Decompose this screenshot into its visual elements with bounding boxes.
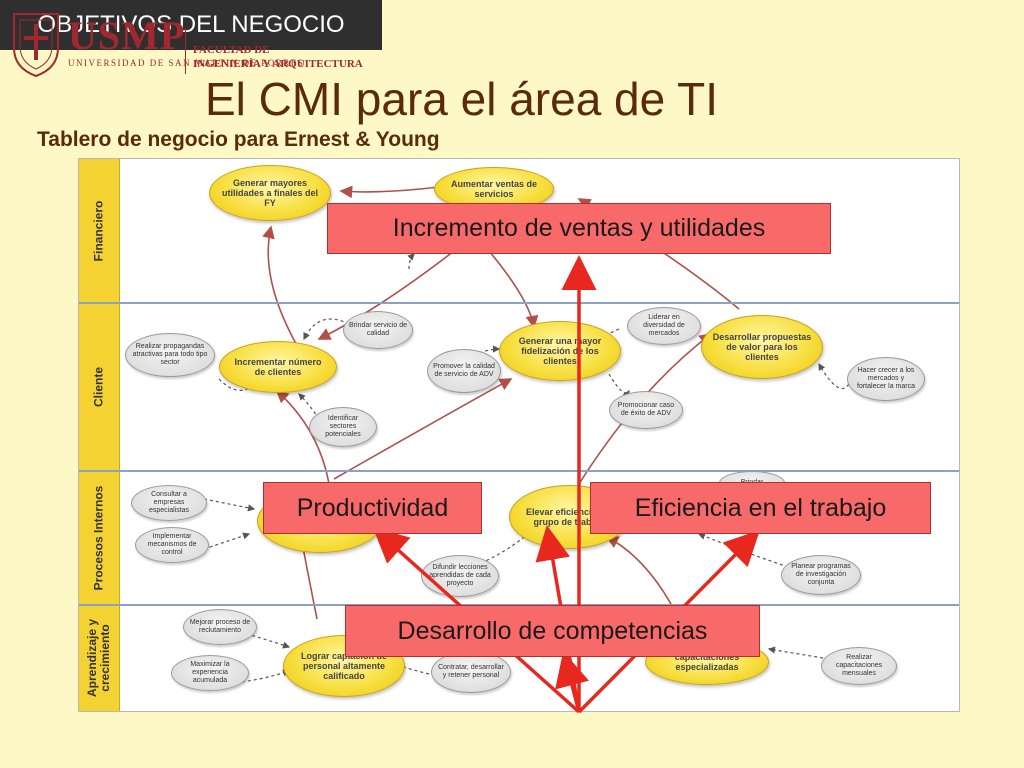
node-implementar-mecanismos: Implementar mecanismos de control [135, 527, 209, 563]
node-realizar-capacitaciones: Realizar capacitaciones mensuales [821, 647, 897, 685]
node-difundir-lecciones: Difundir lecciones aprendidas de cada pr… [421, 555, 499, 597]
faculty-line-1: FACULTAD DE [193, 44, 270, 56]
link-dashed [203, 532, 251, 550]
page-subtitle: Tablero de negocio para Ernest & Young [37, 128, 440, 151]
callout-productividad: Productividad [263, 482, 482, 534]
lane-procesos-internos: Procesos Internos [79, 472, 120, 604]
lane-cliente: Cliente [79, 304, 120, 470]
link-dashed [228, 628, 291, 649]
node-promover-calidad: Promover la calidad de servicio de ADV [427, 349, 501, 393]
node-mejorar-reclutamiento: Mejorar proceso de reclutamiento [183, 609, 257, 645]
link-dashed [818, 362, 850, 389]
node-planear-programas: Planear programas de investigación conju… [781, 555, 861, 595]
lane-aprendizaje: Aprendizaje y crecimiento [79, 606, 120, 711]
link-dashed [767, 646, 830, 660]
node-liderar-mercados: Liderar en diversidad de mercados [627, 307, 701, 345]
logo-divider [185, 28, 186, 74]
link-line [333, 378, 513, 480]
link-dashed [392, 662, 430, 675]
faculty-line-2: INGENIERÍA Y ARQUITECTURA [193, 58, 363, 70]
node-consultar-empresas: Consultar a empresas especialistas [131, 485, 207, 521]
node-promocionar-caso: Promocionar caso de éxito de ADV [609, 391, 683, 429]
node-desarrollar-propuestas: Desarrollar propuestas de valor para los… [701, 315, 823, 379]
node-generar-utilidades: Generar mayores utilidades a finales del… [209, 165, 331, 221]
link-dashed [203, 498, 256, 512]
lane-separator [79, 470, 959, 472]
link-line [317, 250, 455, 340]
lane-financiero: Financiero [79, 159, 120, 302]
lane-separator [79, 302, 959, 304]
node-maximizar-experiencia: Maximizar la experiencia acumulada [171, 655, 249, 691]
page-title: El CMI para el área de TI [205, 73, 719, 125]
callout-incremento-ventas: Incremento de ventas y utilidades [327, 203, 831, 254]
node-brindar-servicio: Brindar servicio de calidad [343, 311, 413, 349]
link-line [339, 185, 440, 199]
usmp-crest-icon [13, 13, 59, 78]
node-generar-fidelizacion: Generar una mayor fidelización de los cl… [499, 321, 621, 381]
link-line [488, 250, 539, 329]
node-realizar-propagandas: Realizar propagandas atractivas para tod… [125, 333, 215, 377]
link-dashed [608, 373, 630, 398]
node-incrementar-clientes: Incrementar número de clientes [219, 341, 337, 393]
objetivos-del-negocio-label: OBJETIVOS DEL NEGOCIO [0, 0, 382, 50]
callout-desarrollo-competencias: Desarrollo de competencias [345, 605, 760, 657]
callout-eficiencia: Eficiencia en el trabajo [590, 482, 931, 534]
link-line [262, 225, 300, 350]
node-identificar-sectores: Identificar sectores potenciales [309, 407, 377, 447]
link-dashed [303, 318, 350, 341]
link-dashed [407, 253, 415, 270]
node-hacer-crecer-mercados: Hacer crecer a los mercados y fortalecer… [847, 357, 925, 401]
logo-name: USMP [68, 13, 186, 58]
